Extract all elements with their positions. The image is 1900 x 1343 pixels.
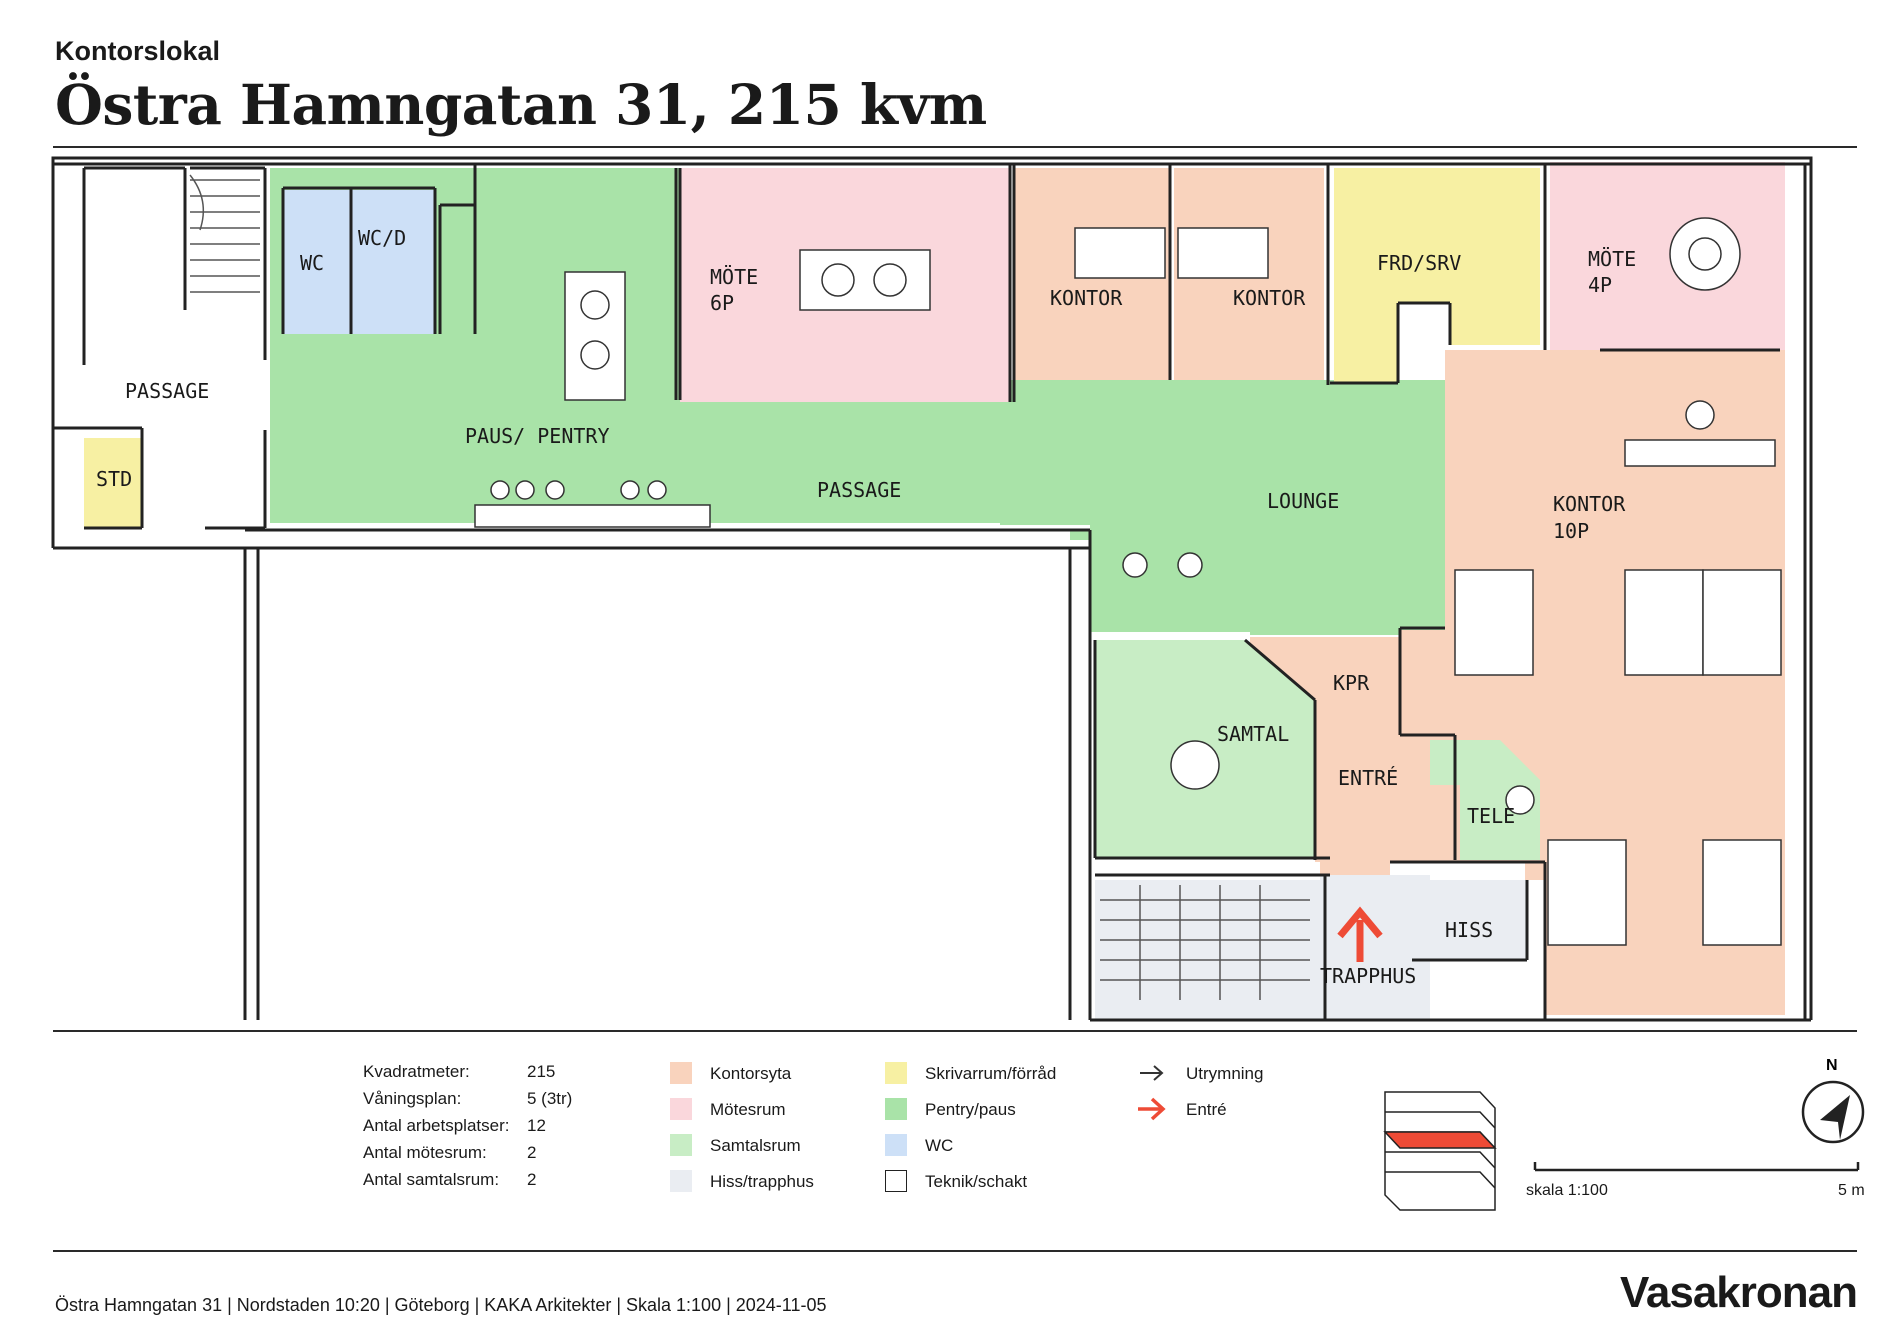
room-label-kontor-10p-1: KONTOR — [1553, 492, 1626, 516]
legend-label: Samtalsrum — [710, 1136, 801, 1155]
room-label-frd-srv: FRD/SRV — [1377, 251, 1461, 275]
footer-info: Östra Hamngatan 31 | Nordstaden 10:20 | … — [55, 1295, 827, 1315]
samtal-table — [1170, 740, 1220, 790]
std-fill — [84, 438, 142, 528]
room-label-mote-4p-2: 4P — [1588, 273, 1612, 297]
pentry-table — [564, 271, 626, 401]
legend-swatch-teknik — [885, 1170, 907, 1192]
room-label-mote-6p-2: 6P — [710, 291, 734, 315]
scale-bar — [1533, 1162, 1860, 1172]
legend-label: Teknik/schakt — [925, 1172, 1028, 1191]
mote-6p-table — [799, 249, 931, 311]
wc-fill — [283, 190, 351, 334]
room-label-trapphus: TRAPPHUS — [1320, 964, 1416, 988]
legend-label-entre: Entré — [1186, 1100, 1227, 1119]
legend-label: WC — [925, 1136, 954, 1155]
stat-value: 5 (3tr) — [527, 1089, 573, 1108]
room-label-std: STD — [96, 467, 132, 491]
entrance-arrow-icon — [1337, 906, 1383, 962]
lounge-fill — [1090, 380, 1445, 632]
desk-2 — [1624, 569, 1704, 676]
mote-4p-fill — [1550, 162, 1785, 350]
room-label-passage: PASSAGE — [817, 478, 901, 502]
room-label-mote-6p-1: MÖTE — [710, 265, 758, 289]
stairs-left — [189, 174, 260, 293]
legend-swatch-skrivarrum — [885, 1062, 907, 1084]
footer-divider — [53, 1250, 1857, 1252]
frd-srv-fill — [1334, 168, 1540, 383]
room-label-tele: TELE — [1467, 804, 1515, 828]
outer-wall-top — [51, 156, 1813, 166]
desk-1 — [1454, 569, 1534, 676]
legend-label: Hiss/trapphus — [710, 1172, 814, 1191]
room-fills — [84, 162, 1785, 1020]
furniture — [474, 217, 1782, 946]
room-label-mote-4p-1: MÖTE — [1588, 247, 1636, 271]
wc-d-fill — [351, 190, 435, 334]
stairs-trapphus — [1100, 885, 1310, 1000]
stat-value: 2 — [527, 1143, 537, 1162]
room-label-samtal: SAMTAL — [1217, 722, 1289, 746]
room-label-paus-pentry: PAUS/ PENTRY — [465, 424, 610, 448]
legend-label: Pentry/paus — [925, 1100, 1016, 1119]
room-label-wc-d: WC/D — [358, 226, 406, 250]
legend-swatch-hiss-trapphus — [670, 1170, 692, 1192]
document-subtitle: Kontorslokal — [55, 36, 221, 66]
kontor-a-desk — [1074, 227, 1166, 279]
desk-5 — [1702, 839, 1782, 946]
legend-swatch-kontorsyta — [670, 1062, 692, 1084]
stat-value: 12 — [527, 1116, 546, 1135]
legend-label: Mötesrum — [710, 1100, 786, 1119]
walls — [51, 156, 1813, 1022]
desk-4 — [1547, 839, 1627, 946]
room-label-hiss: HISS — [1445, 918, 1493, 942]
stat-value: 215 — [527, 1062, 556, 1081]
room-label-wc: WC — [300, 251, 324, 275]
stat-label: Kvadratmeter: — [363, 1062, 470, 1081]
room-label-kpr: KPR — [1333, 671, 1370, 695]
legend-label: Kontorsyta — [710, 1064, 792, 1083]
legend-label: Skrivarrum/förråd — [925, 1064, 1057, 1083]
compass-north-label: N — [1826, 1057, 1838, 1074]
pentry-counter — [474, 504, 711, 528]
legend-label-utrymning: Utrymning — [1186, 1064, 1264, 1083]
legend-swatch-samtalsrum — [670, 1134, 692, 1156]
compass-icon: N — [1801, 1057, 1865, 1144]
room-label-passage-left: PASSAGE — [125, 379, 209, 403]
building-floors-icon — [1383, 1091, 1497, 1211]
document-title: Östra Hamngatan 31, 215 kvm — [55, 72, 987, 137]
room-label-entre: ENTRÉ — [1338, 766, 1398, 790]
desk-3 — [1702, 569, 1782, 676]
stat-label: Antal arbetsplatser: — [363, 1116, 510, 1135]
room-label-kontor-b: KONTOR — [1233, 286, 1306, 310]
legend-swatch-pentry — [885, 1098, 907, 1120]
stat-value: 2 — [527, 1170, 537, 1189]
room-label-kontor-10p-2: 10P — [1553, 519, 1589, 543]
legend-swatch-motesrum — [670, 1098, 692, 1120]
tele-fill — [1430, 740, 1540, 860]
stat-label: Antal samtalsrum: — [363, 1170, 500, 1189]
stairwell-fill — [1095, 880, 1325, 1020]
stat-label: Antal mötesrum: — [363, 1143, 487, 1162]
header-divider — [53, 146, 1857, 148]
scale-label: skala 1:100 — [1526, 1182, 1608, 1199]
highlighted-floor — [1383, 1131, 1497, 1149]
brand-logo: Vasakronan — [1619, 1268, 1858, 1317]
legend-swatch-wc — [885, 1134, 907, 1156]
plan-bottom-divider — [53, 1030, 1857, 1032]
entrance-legend-arrow-icon — [1138, 1097, 1166, 1121]
stat-label: Våningsplan: — [363, 1089, 462, 1108]
hiss-fill — [1412, 880, 1527, 960]
room-label-lounge: LOUNGE — [1267, 489, 1339, 513]
passage-fill — [270, 380, 1090, 523]
trapphus-fill — [1320, 875, 1430, 1020]
evacuation-arrow-icon — [1140, 1065, 1164, 1081]
kontor-b-desk — [1177, 227, 1269, 279]
scale-end-label: 5 m — [1838, 1182, 1865, 1199]
room-label-kontor-a: KONTOR — [1050, 286, 1123, 310]
